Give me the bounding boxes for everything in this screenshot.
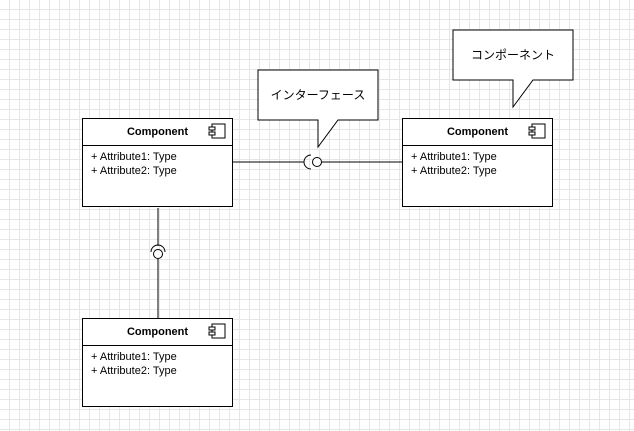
attribute-2: + Attribute2: Type — [91, 365, 177, 377]
required-interface-socket-horizontal[interactable] — [303, 154, 312, 170]
component-attributes: + Attribute1: Type + Attribute2: Type — [83, 146, 232, 182]
attribute-1: + Attribute1: Type — [411, 151, 497, 163]
component-top-left[interactable]: Component + Attribute1: Type + Attribute… — [82, 118, 233, 207]
uml-component-icon — [208, 323, 226, 339]
provided-interface-lollipop-vertical[interactable] — [153, 249, 163, 259]
component-title: Component — [126, 326, 189, 338]
attribute-1: + Attribute1: Type — [91, 151, 177, 163]
attribute-2: + Attribute2: Type — [91, 165, 177, 177]
callout-component-text: コンポーネント — [471, 48, 555, 62]
component-attributes: + Attribute1: Type + Attribute2: Type — [83, 346, 232, 382]
uml-component-icon — [208, 123, 226, 139]
component-title: Component — [126, 126, 189, 138]
attribute-1: + Attribute1: Type — [91, 351, 177, 363]
component-header: Component — [83, 119, 232, 146]
component-title: Component — [446, 126, 509, 138]
provided-interface-lollipop-horizontal[interactable] — [312, 157, 322, 167]
component-attributes: + Attribute1: Type + Attribute2: Type — [403, 146, 552, 182]
callout-interface-shape[interactable] — [257, 69, 379, 149]
callout-component-shape[interactable] — [452, 29, 574, 109]
uml-component-icon — [528, 123, 546, 139]
component-bottom[interactable]: Component + Attribute1: Type + Attribute… — [82, 318, 233, 407]
component-right[interactable]: Component + Attribute1: Type + Attribute… — [402, 118, 553, 207]
component-header: Component — [403, 119, 552, 146]
callout-interface-text: インターフェース — [271, 88, 366, 102]
component-header: Component — [83, 319, 232, 346]
required-interface-socket-vertical[interactable] — [150, 244, 166, 253]
attribute-2: + Attribute2: Type — [411, 165, 497, 177]
